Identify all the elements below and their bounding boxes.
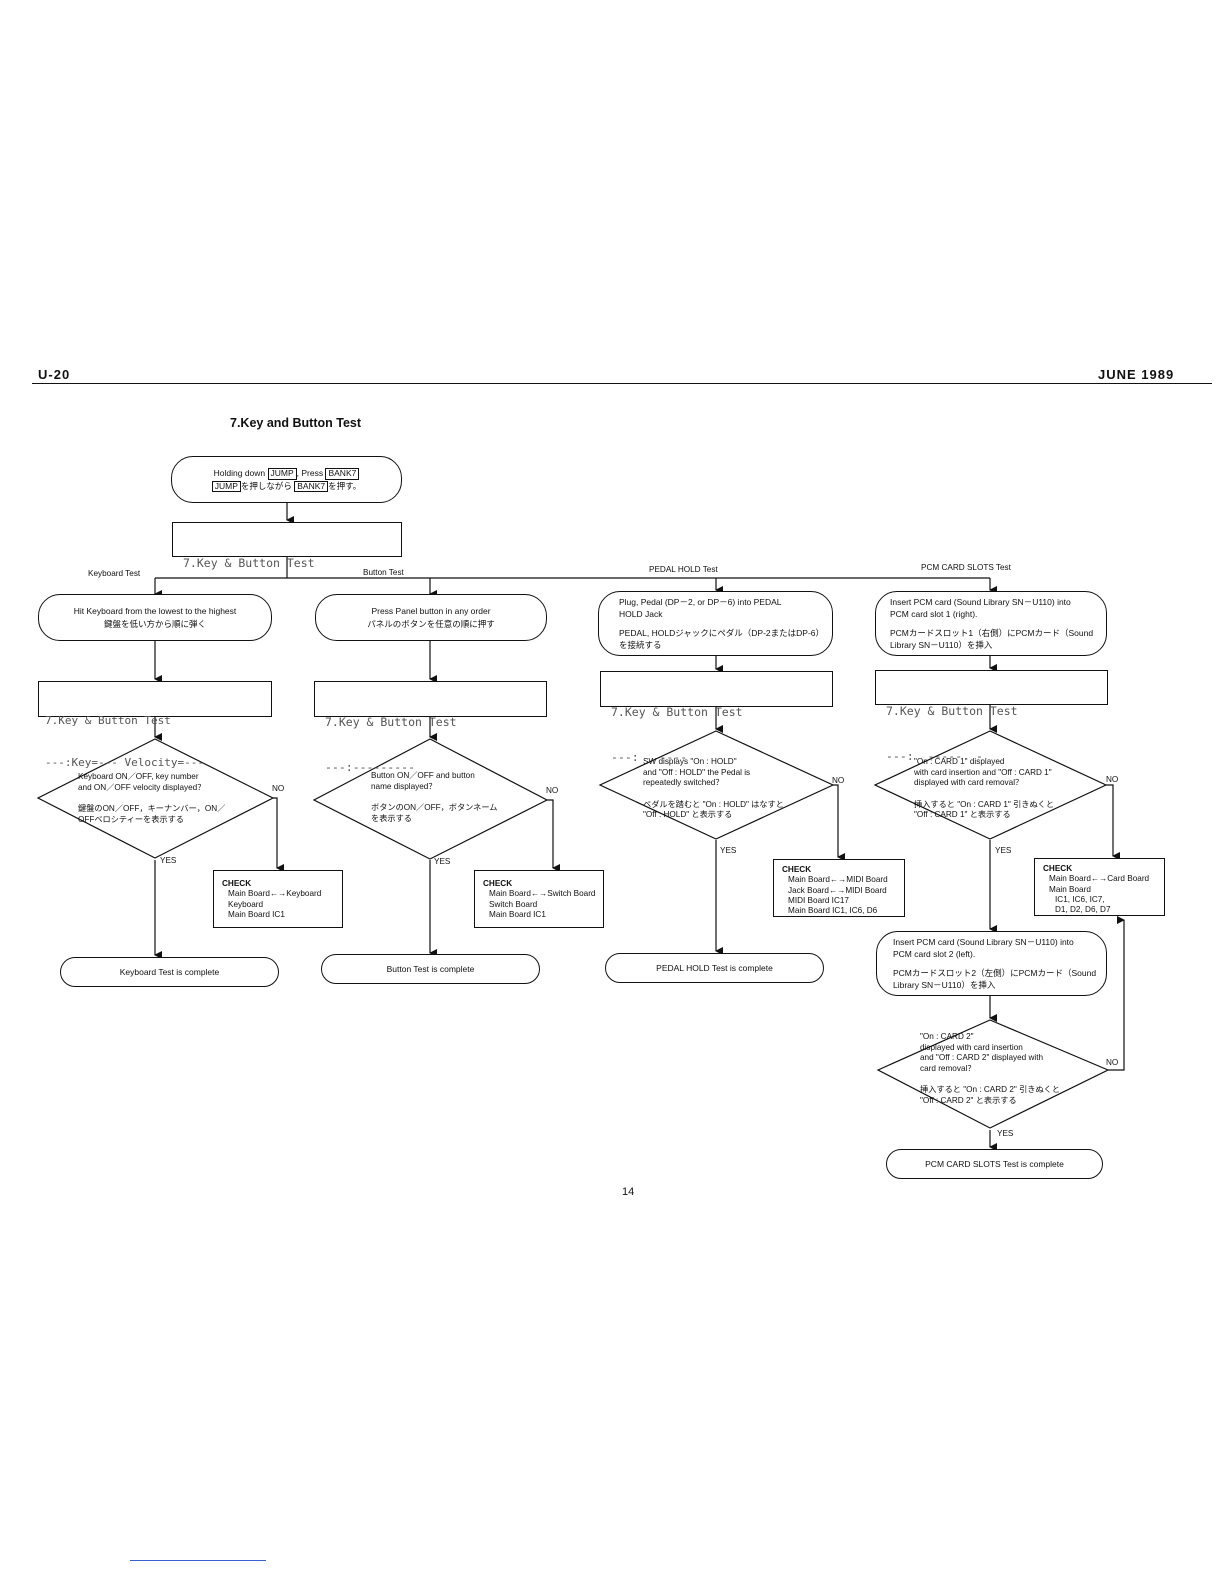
pcm-check-box: CHECK Main Board←→Card Board Main Board … [1034, 858, 1165, 916]
branch-label-pcm: PCM CARD SLOTS Test [921, 563, 1011, 572]
check-item: Main Board IC1, IC6, D6 [788, 906, 878, 915]
check-title: CHECK [222, 879, 252, 888]
lcd-line-1: 7.Key & Button Test [611, 704, 743, 719]
pedal-action-ja: PEDAL, HOLDジャックにペダル（DP-2またはDP-6） を接続する [619, 627, 825, 650]
branch-label-keyboard: Keyboard Test [88, 569, 141, 578]
keyboard-action: Hit Keyboard from the lowest to the high… [38, 594, 272, 641]
branch-label-pedal: PEDAL HOLD Test [649, 565, 718, 574]
pcm-decision-slot1: "On : CARD 1" displayed with card insert… [914, 757, 1055, 820]
check-item: Switch Board [489, 899, 538, 909]
check-item: Main Board IC1 [489, 909, 546, 919]
check-title: CHECK [1043, 864, 1073, 873]
pedal-lcd: 7.Key & Button Test ---: ---- [600, 671, 833, 764]
button-yes-label: YES [434, 857, 451, 866]
bank7-key-label: BANK7 [294, 480, 329, 492]
keyboard-action-en: Hit Keyboard from the lowest to the high… [73, 606, 237, 617]
date-label: JUNE 1989 [1098, 367, 1175, 382]
check-item: IC1, IC6, IC7, [1055, 894, 1105, 904]
pedal-no-label: NO [832, 776, 845, 785]
lcd-line-2: ---:Key=--- Velocity=--- [45, 756, 204, 770]
keyboard-decision: Keyboard ON／OFF, key number and ON／OFF v… [78, 772, 226, 824]
pedal-action-en: Plug, Pedal (DP－2, or DP－6) into PEDAL H… [619, 596, 782, 620]
pcm-action1-en: Insert PCM card (Sound Library SN－U110) … [890, 596, 1071, 620]
button-complete-terminal: Button Test is complete [321, 954, 540, 984]
button-lcd: 7.Key & Button Test ---:--------- [314, 681, 547, 774]
pcm-action1-ja: PCMカードスロット1（右側）にPCMカード（Sound Library SN－… [890, 627, 1094, 650]
button-action: Press Panel button in any order パネルのボタンを… [315, 594, 547, 641]
pcm-yes-label-1: YES [995, 846, 1012, 855]
page-number: 14 [622, 1186, 635, 1198]
check-item: Main Board←→Keyboard [228, 889, 322, 899]
check-item: Main Board IC1 [228, 909, 285, 919]
pcm-action-slot1: Insert PCM card (Sound Library SN－U110) … [875, 591, 1107, 656]
pedal-decision: SW displays "On : HOLD" and "Off : HOLD"… [643, 757, 784, 820]
jump-key-label: JUMP [211, 480, 241, 492]
check-item: Keyboard [228, 899, 264, 909]
button-no-label: NO [546, 786, 559, 795]
pedal-action: Plug, Pedal (DP－2, or DP－6) into PEDAL H… [598, 591, 833, 656]
check-item: Main Board [1049, 884, 1091, 894]
button-decision: Button ON／OFF and button name displayed？… [371, 771, 498, 823]
keyboard-check-box: CHECK Main Board←→Keyboard Keyboard Main… [213, 870, 343, 928]
lcd-line-1: 7.Key & Button Test [886, 703, 1018, 718]
pcm-complete-text: PCM CARD SLOTS Test is complete [925, 1158, 1064, 1169]
lcd-line-1: 7.Key & Button Test [325, 714, 457, 729]
pedal-complete-terminal: PEDAL HOLD Test is complete [605, 953, 824, 983]
pcm-complete-terminal: PCM CARD SLOTS Test is complete [886, 1149, 1103, 1179]
lcd-line-1: 7.Key & Button Test [183, 555, 315, 570]
footer-rule [130, 1560, 266, 1561]
check-item: MIDI Board IC17 [788, 895, 849, 905]
button-action-en: Press Panel button in any order [371, 606, 491, 617]
check-item: Main Board←→Switch Board [489, 889, 596, 899]
lcd-line-2: ---:--------- [325, 759, 416, 774]
button-check-box: CHECK Main Board←→Switch Board Switch Bo… [474, 870, 604, 928]
keyboard-lcd: 7.Key & Button Test ---:Key=--- Velocity… [38, 681, 272, 769]
check-item: Main Board←→MIDI Board [788, 875, 888, 885]
pedal-complete-text: PEDAL HOLD Test is complete [656, 962, 773, 973]
pedal-yes-label: YES [720, 846, 737, 855]
check-item: Jack Board←→MIDI Board [788, 885, 887, 895]
pedal-check-box: CHECK Main Board←→MIDI Board Jack Board←… [773, 859, 905, 917]
jump-key-label: JUMP [267, 468, 297, 480]
check-title: CHECK [483, 879, 513, 888]
pcm-no-label-2: NO [1106, 1058, 1119, 1067]
start-text: Holding down [213, 468, 268, 479]
start-text: を押しながら [240, 480, 295, 491]
pcm-decision-slot2: "On : CARD 2" displayed with card insert… [920, 1032, 1061, 1105]
check-title: CHECK [782, 865, 812, 874]
lcd-line-2: ---: ---- [611, 749, 688, 764]
lcd-line-2: ---: ----- - [886, 748, 983, 763]
page-title: 7.Key and Button Test [230, 416, 362, 430]
button-action-ja: パネルのボタンを任意の順に押す [367, 618, 495, 629]
start-text: , Press [296, 468, 326, 479]
header-rule [32, 383, 1212, 384]
pcm-action2-en: Insert PCM card (Sound Library SN－U110) … [893, 936, 1074, 960]
lcd-display-main: 7.Key & Button Test ---:--------- [172, 522, 402, 615]
check-item: Main Board←→Card Board [1049, 874, 1150, 884]
keyboard-complete-terminal: Keyboard Test is complete [60, 957, 279, 987]
check-item: D1, D2, D6, D7 [1055, 905, 1111, 914]
model-label: U-20 [38, 367, 71, 382]
pcm-action2-ja: PCMカードスロット2（左側）にPCMカード（Sound Library SN－… [893, 967, 1097, 990]
pcm-action-slot2: Insert PCM card (Sound Library SN－U110) … [876, 931, 1107, 996]
start-instruction-en: Holding down JUMP, Press BANK7 [213, 467, 360, 480]
keyboard-action-ja: 鍵盤を低い方から順に弾く [103, 618, 206, 629]
branch-label-button: Button Test [363, 568, 404, 577]
button-complete-text: Button Test is complete [386, 963, 475, 974]
pcm-lcd: 7.Key & Button Test ---: ----- - [875, 670, 1108, 763]
lcd-line-1: 7.Key & Button Test [45, 713, 171, 727]
pcm-yes-label-2: YES [997, 1129, 1014, 1138]
start-text: を押す。 [328, 480, 362, 491]
keyboard-yes-label: YES [160, 856, 177, 865]
keyboard-complete-text: Keyboard Test is complete [119, 966, 220, 977]
bank7-key-label: BANK7 [325, 468, 360, 480]
keyboard-no-label: NO [272, 784, 285, 793]
pcm-no-label-1: NO [1106, 775, 1119, 784]
